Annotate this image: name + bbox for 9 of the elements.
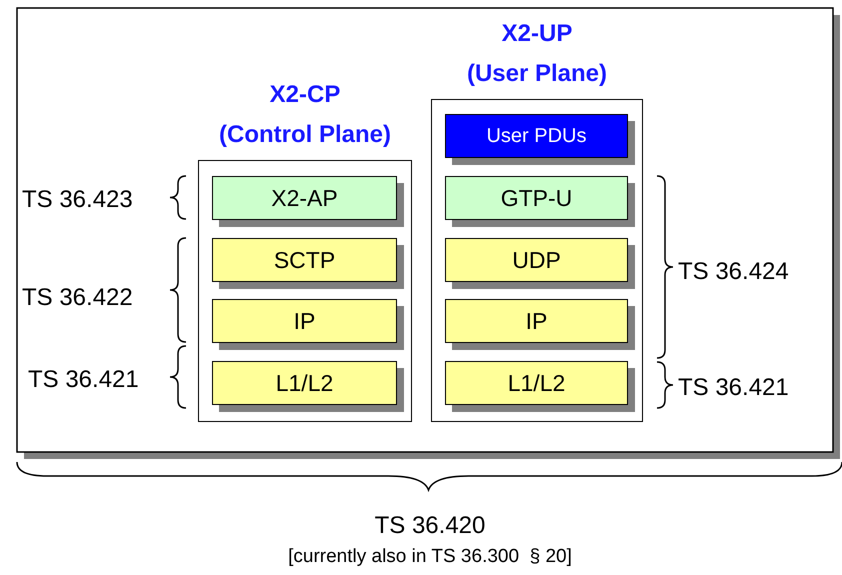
spec-label: TS 36.421 xyxy=(678,374,789,402)
spec-label: TS 36.423 xyxy=(22,186,133,214)
spec-label: TS 36.420 xyxy=(374,512,486,540)
note-text: [currently also in TS 36.300 § 20] xyxy=(287,545,573,569)
stack-heading: X2-CP (Control Plane) xyxy=(218,80,392,150)
spec-label: TS 36.424 xyxy=(678,258,789,286)
spec-label: TS 36.422 xyxy=(22,284,133,312)
spec-label: TS 36.421 xyxy=(28,366,139,394)
stack-heading: X2-UP (User Plane) xyxy=(466,19,608,89)
